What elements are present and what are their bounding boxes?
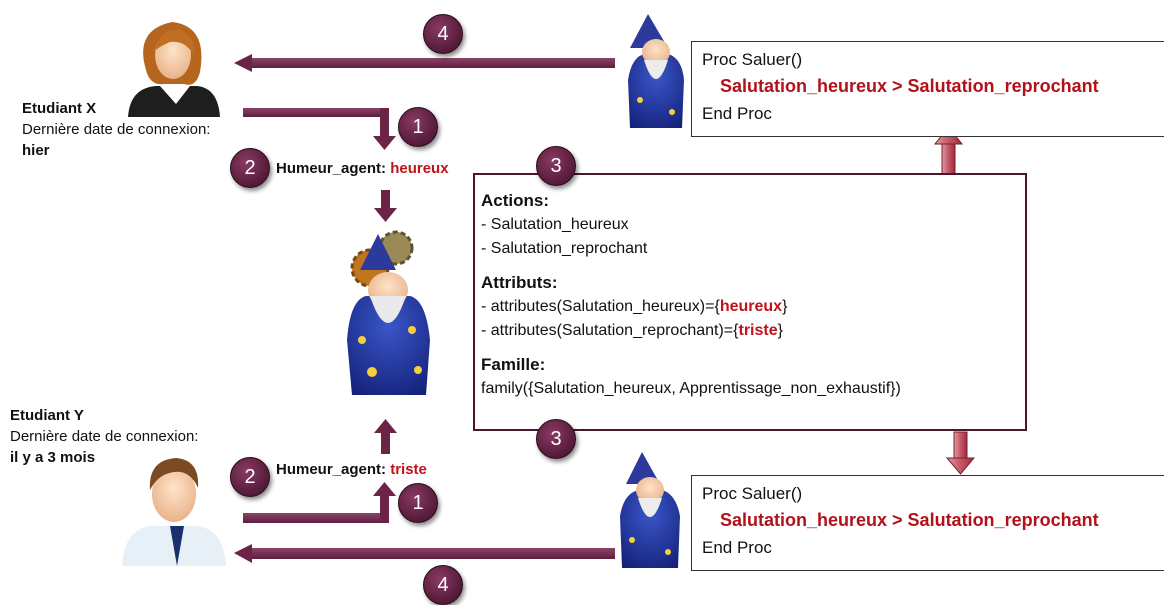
student-y-last-login-value: il y a 3 mois	[10, 449, 96, 466]
student-y-avatar	[122, 458, 226, 566]
step-badge-1-bottom: 1	[398, 483, 438, 523]
proc-top-end: End Proc	[702, 104, 772, 123]
proc-bottom-end: End Proc	[702, 538, 772, 557]
proc-top-rule: Salutation_heureux > Salutation_reprocha…	[720, 76, 1099, 96]
student-x-last-login-value: hier	[22, 142, 50, 159]
humeur-agent-bottom: Humeur_agent: triste	[276, 461, 427, 478]
step-badge-4-top: 4	[423, 14, 463, 54]
student-y-last-login-label: Dernière date de connexion:	[10, 428, 199, 445]
arrow-up-to-agent	[374, 419, 397, 454]
family-item: family({Salutation_heureux, Apprentissag…	[481, 380, 901, 397]
arrow-down-to-agent	[374, 190, 397, 222]
action-item: - Salutation_reprochant	[481, 240, 648, 257]
student-y-name: Etudiant Y	[10, 407, 84, 424]
famille-title: Famille:	[481, 355, 546, 374]
agent-wizard-top	[628, 14, 684, 128]
student-y-info: Etudiant Y Dernière date de connexion: i…	[10, 405, 198, 468]
proc-top-signature: Proc Saluer()	[702, 50, 803, 69]
attribute-item: - attributes(Salutation_heureux)={heureu…	[481, 298, 788, 315]
arrow-top-1	[243, 108, 396, 150]
arrow-bottom-4	[234, 544, 615, 563]
step-badge-2-top: 2	[230, 148, 270, 188]
attributs-title: Attributs:	[481, 273, 558, 292]
humeur-bottom-label: Humeur_agent:	[276, 461, 387, 478]
step-badge-1-top: 1	[398, 107, 438, 147]
arrow-down-to-proc-bottom	[945, 431, 976, 475]
agent-wizard-bottom	[620, 452, 680, 568]
step-badge-3-top: 3	[536, 146, 576, 186]
step-badge-3-bottom: 3	[536, 419, 576, 459]
agent-knowledge-box: Actions: - Salutation_heureux - Salutati…	[473, 173, 1027, 431]
proc-box-bottom: Proc Saluer() Salutation_heureux > Salut…	[691, 475, 1164, 571]
agent-wizard-central	[347, 230, 430, 395]
proc-box-top: Proc Saluer() Salutation_heureux > Salut…	[691, 41, 1164, 137]
actions-title: Actions:	[481, 191, 549, 210]
action-item: - Salutation_heureux	[481, 216, 629, 233]
student-x-name: Etudiant X	[22, 100, 97, 117]
step-badge-4-bottom: 4	[423, 565, 463, 605]
humeur-bottom-value: triste	[390, 461, 427, 478]
student-x-info: Etudiant X Dernière date de connexion: h…	[22, 98, 210, 161]
humeur-agent-top: Humeur_agent: heureux	[276, 160, 449, 177]
arrow-top-4	[234, 54, 615, 72]
proc-bottom-rule: Salutation_heureux > Salutation_reprocha…	[720, 510, 1099, 530]
humeur-top-value: heureux	[390, 160, 449, 177]
arrow-bottom-1	[243, 482, 396, 523]
attribute-item: - attributes(Salutation_reprochant)={tri…	[481, 322, 783, 339]
humeur-top-label: Humeur_agent:	[276, 160, 387, 177]
student-x-last-login-label: Dernière date de connexion:	[22, 121, 211, 138]
student-x-avatar	[128, 22, 220, 117]
step-badge-2-bottom: 2	[230, 457, 270, 497]
proc-bottom-signature: Proc Saluer()	[702, 484, 803, 503]
